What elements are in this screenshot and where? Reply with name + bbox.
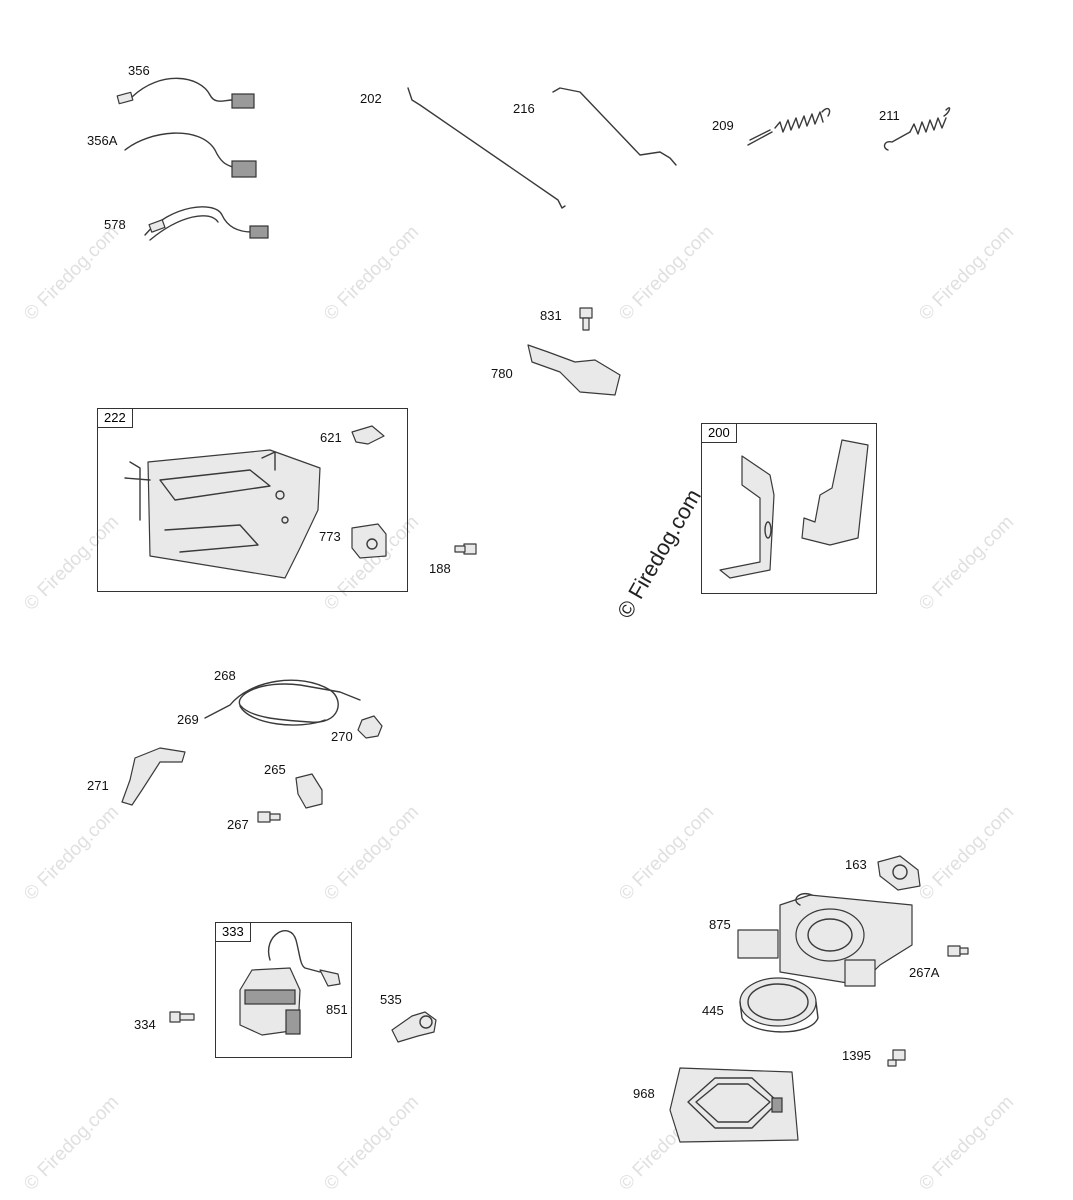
lever-271-drawing xyxy=(121,747,186,806)
callout-851: 851 xyxy=(326,1002,348,1017)
callout-968: 968 xyxy=(633,1086,655,1101)
callout-211: 211 xyxy=(879,108,900,123)
ignition-coil-333-drawing xyxy=(239,930,341,1036)
air-cleaner-base-875-drawing xyxy=(737,893,913,987)
callout-209: 209 xyxy=(712,118,734,133)
group-box-label: 333 xyxy=(215,922,251,942)
callout-1395: 1395 xyxy=(842,1048,871,1063)
callout-831: 831 xyxy=(540,308,562,323)
bracket-200-drawing xyxy=(719,439,869,579)
callout-445: 445 xyxy=(702,1003,724,1018)
bracket-780-drawing xyxy=(527,344,621,396)
callout-271: 271 xyxy=(87,778,109,793)
callout-780: 780 xyxy=(491,366,513,381)
clip-621-drawing xyxy=(351,425,385,445)
callout-267a: 267A xyxy=(909,965,940,980)
control-plate-222-drawing xyxy=(124,449,321,579)
callout-334: 334 xyxy=(134,1017,156,1032)
callout-268: 268 xyxy=(214,668,236,683)
group-box-200: 200 xyxy=(701,423,877,594)
screw-1395-drawing xyxy=(887,1049,906,1067)
callout-270: 270 xyxy=(331,729,353,744)
callout-621: 621 xyxy=(320,430,342,445)
callout-773: 773 xyxy=(319,529,341,544)
group-box-label: 200 xyxy=(701,423,737,443)
nut-270-drawing xyxy=(357,715,383,739)
group-box-333: 333 xyxy=(215,922,352,1058)
callout-875: 875 xyxy=(709,917,731,932)
callout-188: 188 xyxy=(429,561,451,576)
filter-445-drawing xyxy=(739,977,819,1033)
bolt-831-drawing xyxy=(579,307,593,331)
callout-216: 216 xyxy=(513,101,535,116)
cable-268-drawing xyxy=(204,679,361,726)
spring-209-drawing xyxy=(747,107,831,146)
callout-356: 356 xyxy=(128,63,150,78)
group-box-label: 222 xyxy=(97,408,133,428)
callout-267: 267 xyxy=(227,817,249,832)
callout-163: 163 xyxy=(845,857,867,872)
gasket-163-drawing xyxy=(877,855,921,891)
wire-356a-drawing xyxy=(124,132,257,178)
callout-356a: 356A xyxy=(87,133,118,148)
spring-211-drawing xyxy=(883,107,951,151)
screw-334-drawing xyxy=(169,1011,195,1023)
bolt-188-drawing xyxy=(454,543,477,555)
callout-269: 269 xyxy=(177,712,199,727)
boot-535-drawing xyxy=(391,1011,437,1043)
screw-267a-drawing xyxy=(947,945,969,957)
group-box-222: 222 xyxy=(97,408,408,592)
cover-968-drawing xyxy=(669,1067,799,1143)
bolt-267-drawing xyxy=(257,811,281,823)
link-rod-202-drawing xyxy=(407,87,566,209)
callout-578: 578 xyxy=(104,217,126,232)
callout-535: 535 xyxy=(380,992,402,1007)
wire-356-drawing xyxy=(116,77,255,109)
block-773-drawing xyxy=(351,523,387,559)
callout-265: 265 xyxy=(264,762,286,777)
wire-578-drawing xyxy=(144,206,269,241)
clamp-265-drawing xyxy=(295,773,323,809)
link-rod-216-drawing xyxy=(552,87,677,166)
callout-202: 202 xyxy=(360,91,382,106)
